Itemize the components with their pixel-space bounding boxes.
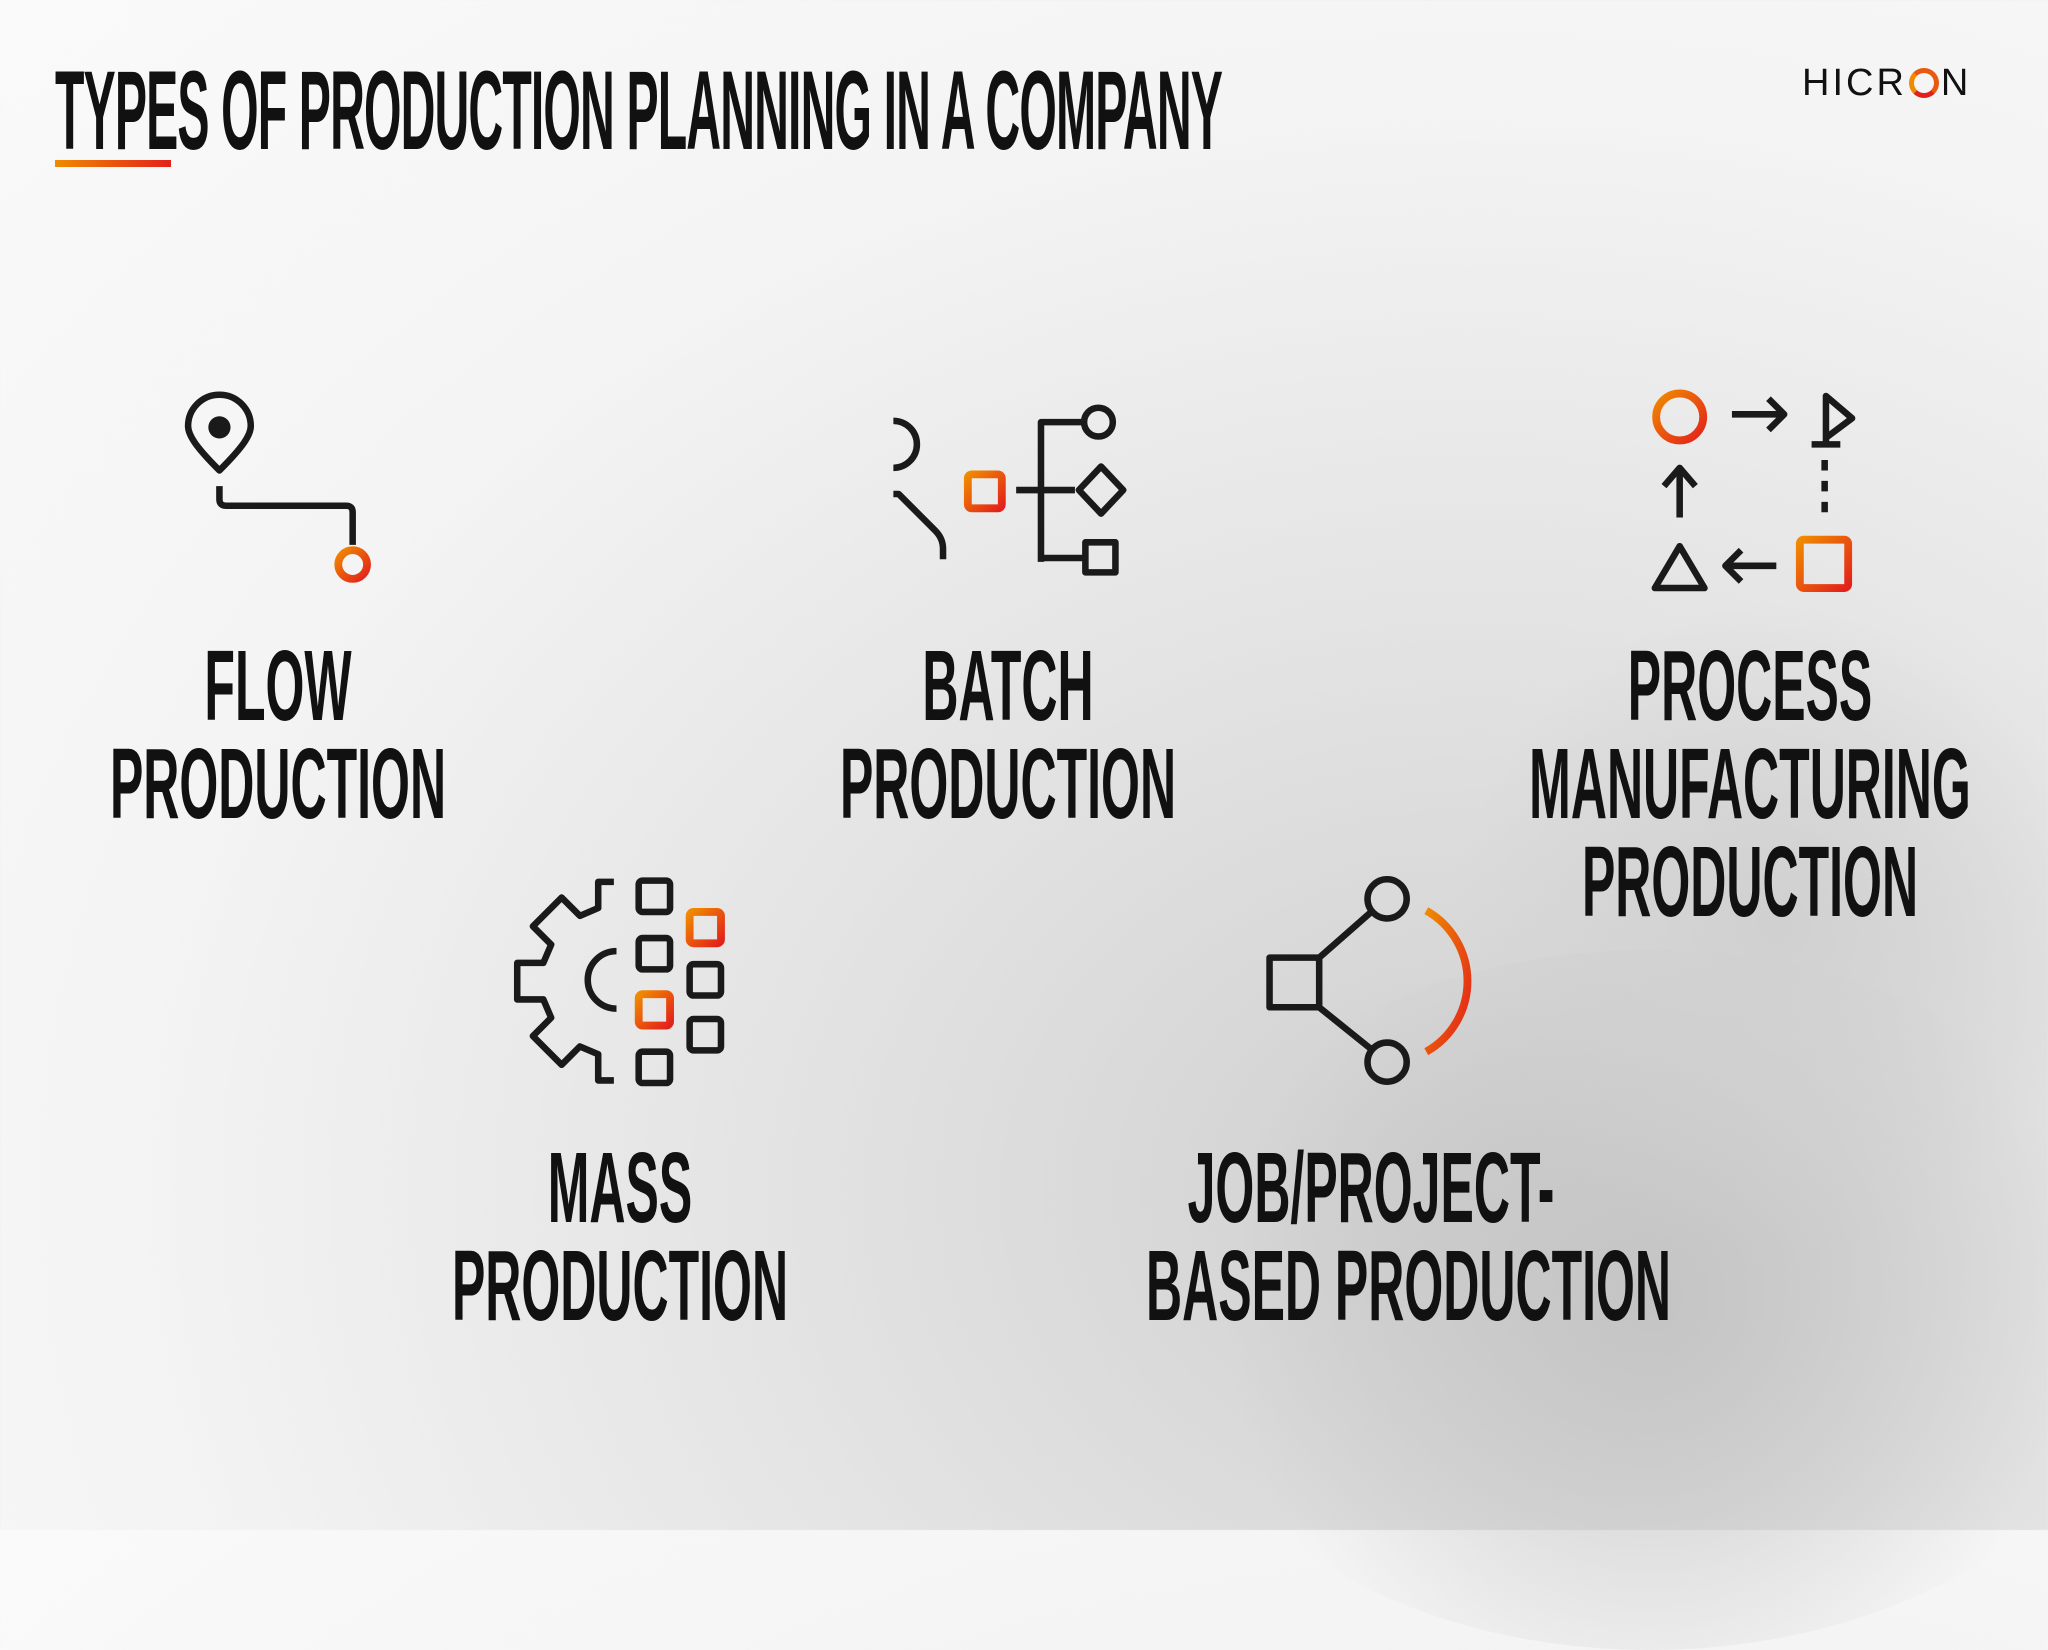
icons-layer xyxy=(184,389,1856,1087)
page-title: TYPES OF PRODUCTION PLANNING IN A COMPAN… xyxy=(55,48,1223,173)
gear-grid-icon xyxy=(513,877,725,1087)
job-project-based-production-label: JOB/PROJECT-BASED PRODUCTION xyxy=(1146,1132,1672,1342)
batch-flowchart-icon xyxy=(893,404,1127,576)
background-gear-shape xyxy=(1450,600,2048,1250)
process-cycle-icon xyxy=(1651,389,1856,592)
logo-o-ring xyxy=(1908,68,1939,98)
project-network-icon xyxy=(1266,876,1472,1085)
title-underline xyxy=(55,160,171,167)
route-pin-icon xyxy=(184,391,371,583)
